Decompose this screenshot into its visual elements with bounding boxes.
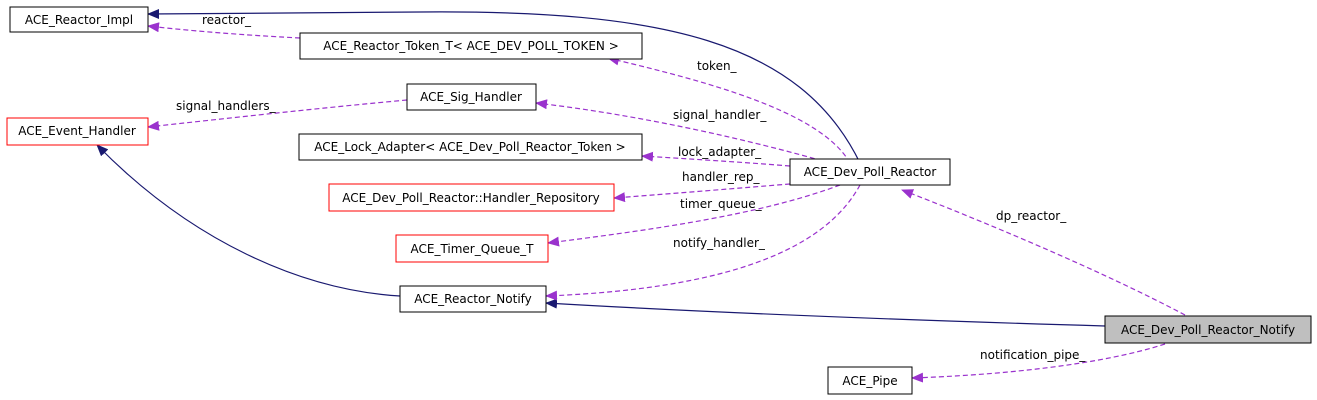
node-ace-reactor-notify[interactable]: ACE_Reactor_Notify (399, 285, 547, 313)
node-label: ACE_Reactor_Impl (25, 13, 133, 27)
edge-label-notification-pipe: notification_pipe_ (980, 348, 1086, 362)
node-label: ACE_Reactor_Notify (414, 292, 532, 306)
usage-edge-reactor (147, 22, 301, 39)
edge-label-lock-adapter: lock_adapter_ (678, 145, 762, 159)
usage-edge-token (607, 55, 851, 164)
edge-label-handler-rep: handler_rep_ (682, 170, 761, 184)
usage-edge-signal-handler (535, 99, 831, 164)
node-ace-reactor-token[interactable]: ACE_Reactor_Token_T< ACE_DEV_POLL_TOKEN … (299, 32, 643, 60)
node-ace-event-handler[interactable]: ACE_Event_Handler (6, 117, 149, 146)
edge-label-reactor: reactor_ (202, 13, 252, 27)
node-ace-sig-handler[interactable]: ACE_Sig_Handler (406, 83, 537, 111)
edge-label-notify-handler: notify_handler_ (673, 236, 766, 250)
inherit-edge-dev-poll-reactor-to-reactor-impl (147, 8, 861, 164)
inherit-edge-dev-poll-reactor-notify-to-reactor-notify (545, 298, 1106, 327)
node-label: ACE_Lock_Adapter< ACE_Dev_Poll_Reactor_T… (314, 140, 625, 154)
node-label: ACE_Dev_Poll_Reactor::Handler_Repository (342, 191, 600, 205)
edge-label-signal-handlers: signal_handlers_ (176, 99, 277, 113)
usage-edge-handler-rep (613, 183, 791, 203)
usage-edge-notify-handler (545, 184, 861, 301)
node-ace-timer-queue[interactable]: ACE_Timer_Queue_T (395, 234, 549, 263)
node-ace-reactor-impl[interactable]: ACE_Reactor_Impl (9, 6, 149, 33)
node-ace-lock-adapter[interactable]: ACE_Lock_Adapter< ACE_Dev_Poll_Reactor_T… (298, 133, 643, 161)
edge-label-dp-reactor: dp_reactor_ (996, 209, 1067, 223)
usage-edge-notification-pipe (911, 343, 1166, 383)
node-label: ACE_Reactor_Token_T< ACE_DEV_POLL_TOKEN … (323, 39, 619, 53)
node-ace-handler-repository[interactable]: ACE_Dev_Poll_Reactor::Handler_Repository (328, 183, 615, 212)
node-ace-dev-poll-reactor[interactable]: ACE_Dev_Poll_Reactor (789, 158, 951, 186)
node-label: ACE_Timer_Queue_T (410, 242, 534, 256)
usage-edge-signal-handlers (147, 99, 408, 131)
edge-label-token: token_ (697, 59, 738, 73)
node-label: ACE_Event_Handler (18, 124, 136, 138)
node-label: ACE_Pipe (842, 374, 897, 388)
usage-edge-lock-adapter (641, 151, 791, 167)
edge-label-timer-queue: timer_queue_ (680, 197, 763, 211)
usage-edge-dp-reactor (901, 189, 1186, 316)
node-label: ACE_Dev_Poll_Reactor (804, 165, 937, 179)
node-ace-dev-poll-reactor-notify[interactable]: ACE_Dev_Poll_Reactor_Notify (1104, 315, 1312, 344)
edge-label-signal-handler: signal_handler_ (673, 108, 767, 122)
usage-edge-timer-queue (547, 184, 841, 247)
node-ace-pipe[interactable]: ACE_Pipe (827, 366, 913, 395)
node-label: ACE_Sig_Handler (420, 90, 522, 104)
inherit-edge-reactor-notify-to-event-handler (96, 144, 401, 297)
node-label: ACE_Dev_Poll_Reactor_Notify (1121, 323, 1295, 337)
